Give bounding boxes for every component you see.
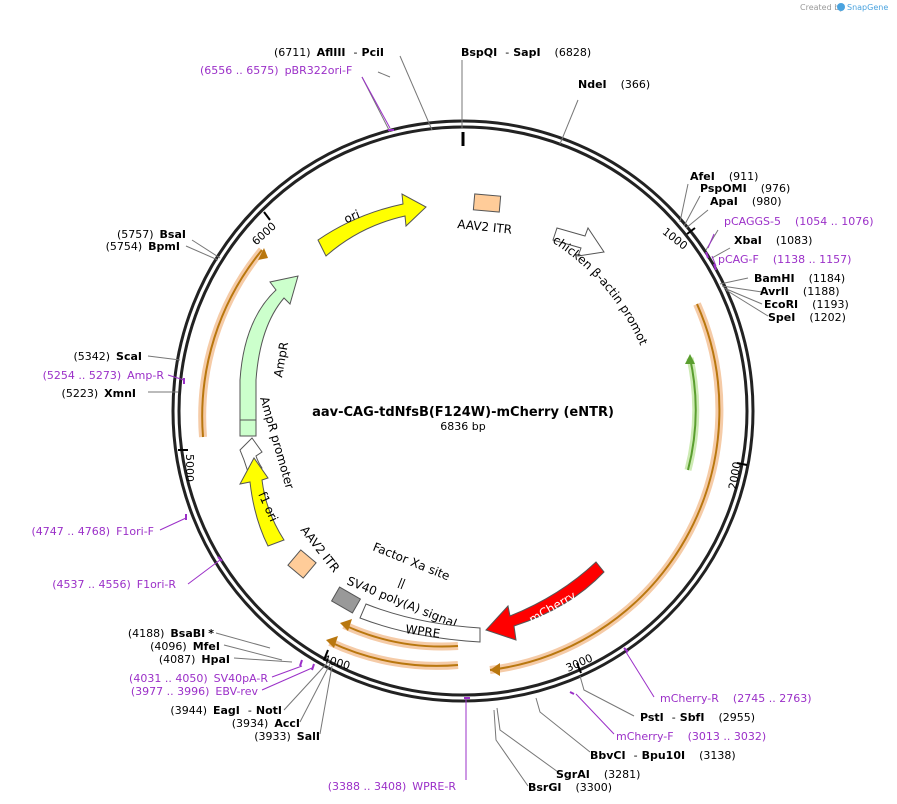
feature-sv40-polya[interactable]	[330, 586, 362, 614]
enzyme-afei[interactable]: AfeI(911)	[690, 170, 758, 183]
primer-f1ori-r[interactable]: (4537 .. 4556)F1ori-R	[52, 578, 176, 591]
primer-mcherry-r[interactable]: mCherry-R(2745 .. 2763)	[660, 692, 811, 705]
enzyme-bpmi[interactable]: (5754)BpmI	[106, 240, 180, 253]
snapgene-logo-icon	[837, 3, 845, 11]
orf-arc-bottom2	[343, 624, 459, 648]
enzyme-avrii[interactable]: AvrII(1188)	[760, 285, 839, 298]
plasmid-length: 6836 bp	[440, 420, 485, 433]
feature-ori[interactable]	[317, 193, 427, 257]
feature-aav2-itr-bottom[interactable]	[287, 549, 317, 579]
enzyme-mfei[interactable]: (4096)MfeI	[150, 640, 220, 653]
primer-leader-lines	[159, 76, 717, 780]
factor-xa-mark-2	[400, 578, 406, 590]
enzyme-ndei[interactable]: NdeI(366)	[578, 78, 650, 91]
label-aav2-itr-top: AAV2 ITR	[457, 217, 513, 237]
tick-5000: 5000	[178, 449, 196, 482]
backbone-inner-ring	[177, 125, 749, 697]
enzyme-afliii[interactable]: (6711)AflIII-PciI	[274, 46, 384, 59]
primer-pcag-f[interactable]: pCAG-F(1138 .. 1157)	[718, 253, 851, 266]
label-wpre: WPRE	[405, 622, 442, 641]
credit-brand: SnapGene	[847, 3, 888, 12]
backbone-outer-ring	[171, 119, 755, 703]
primer-wpre-r[interactable]: (3388 .. 3408)WPRE-R	[328, 780, 457, 793]
enzyme-hpai[interactable]: (4087)HpaI	[159, 653, 230, 666]
enzyme-psti[interactable]: PstI-SbfI(2955)	[640, 711, 755, 724]
orf-arc-bottom1-head	[326, 636, 338, 648]
enzyme-eagi[interactable]: (3944)EagI-NotI	[170, 704, 282, 717]
feature-mcherry[interactable]	[485, 561, 605, 641]
svg-text:1000: 1000	[660, 225, 690, 252]
primer-mcherry-f[interactable]: mCherry-F(3013 .. 3032)	[616, 730, 766, 743]
orf-arc-bottom2-head	[340, 619, 352, 631]
label-ori: ori	[342, 207, 362, 226]
feature-wpre[interactable]	[359, 603, 481, 643]
svg-text:5000: 5000	[183, 454, 196, 482]
enzyme-xmni[interactable]: (5223)XmnI	[62, 387, 136, 400]
enzyme-sgrai[interactable]: SgrAI(3281)	[556, 768, 640, 781]
enzyme-pspomi[interactable]: PspOMI(976)	[700, 182, 790, 195]
feature-aav2-itr-top[interactable]	[472, 193, 502, 213]
svg-text:6000: 6000	[249, 220, 279, 248]
factor-xa-mark-1	[397, 577, 403, 589]
orf-arc-bottom1	[329, 641, 459, 667]
enzyme-bspqi[interactable]: BspQI-SapI(6828)	[461, 46, 591, 59]
primer-amp-r[interactable]: (5254 .. 5273)Amp-R	[43, 369, 165, 382]
credit-prefix: Created by	[800, 3, 844, 12]
enzyme-bsabi[interactable]: (4188)BsaBI*	[128, 627, 214, 640]
primer-pbr322ori-f[interactable]: (6556 .. 6575)pBR322ori-F	[200, 64, 352, 77]
primer-ebv-rev[interactable]: (3977 .. 3996)EBV-rev	[131, 685, 259, 698]
svg-text:2000: 2000	[726, 461, 744, 491]
enzyme-bsai[interactable]: (5757)BsaI	[117, 228, 186, 241]
enzyme-bamhi[interactable]: BamHI(1184)	[754, 272, 845, 285]
orf-arc-left	[201, 249, 263, 438]
feature-f1-ori[interactable]	[239, 457, 285, 547]
svg-text:4000: 4000	[321, 652, 351, 672]
enzyme-acci[interactable]: (3934)AccI	[232, 717, 300, 730]
primer-marks	[183, 129, 717, 699]
enzyme-spei[interactable]: SpeI(1202)	[768, 311, 846, 324]
enzyme-xbai[interactable]: XbaI(1083)	[734, 234, 812, 247]
feature-ampr-start[interactable]	[239, 419, 257, 437]
green-orf	[687, 357, 697, 471]
primer-f1ori-f[interactable]: (4747 .. 4768)F1ori-F	[32, 525, 155, 538]
label-ampr: AmpR	[271, 341, 291, 379]
orf-arc-right	[489, 303, 721, 671]
label-factor-xa: Factor Xa site	[371, 540, 452, 584]
enzyme-bbvci[interactable]: BbvCI-Bpu10I(3138)	[590, 749, 736, 762]
feature-ampr[interactable]	[239, 275, 299, 421]
feature-chicken-actin-promoter[interactable]	[552, 226, 605, 257]
orf-arc-right-head	[490, 663, 500, 676]
tick-2000: 2000	[726, 461, 748, 491]
primer-sv40pa-r[interactable]: (4031 .. 4050)SV40pA-R	[129, 672, 268, 685]
plasmid-name: aav-CAG-tdNfsB(F124W)-mCherry (eNTR)	[312, 405, 614, 420]
primer-pcaggs-5[interactable]: pCAGGS-5(1054 .. 1076)	[724, 215, 874, 228]
enzyme-apai[interactable]: ApaI(980)	[710, 195, 782, 208]
enzyme-bsrgi[interactable]: BsrGI(3300)	[528, 781, 612, 794]
orf-arc-left-head	[258, 248, 268, 260]
enzyme-sali[interactable]: (3933)SalI	[254, 730, 320, 743]
enzyme-scai[interactable]: (5342)ScaI	[73, 350, 142, 363]
enzyme-ecori[interactable]: EcoRI(1193)	[764, 298, 849, 311]
green-orf-head	[685, 354, 695, 364]
